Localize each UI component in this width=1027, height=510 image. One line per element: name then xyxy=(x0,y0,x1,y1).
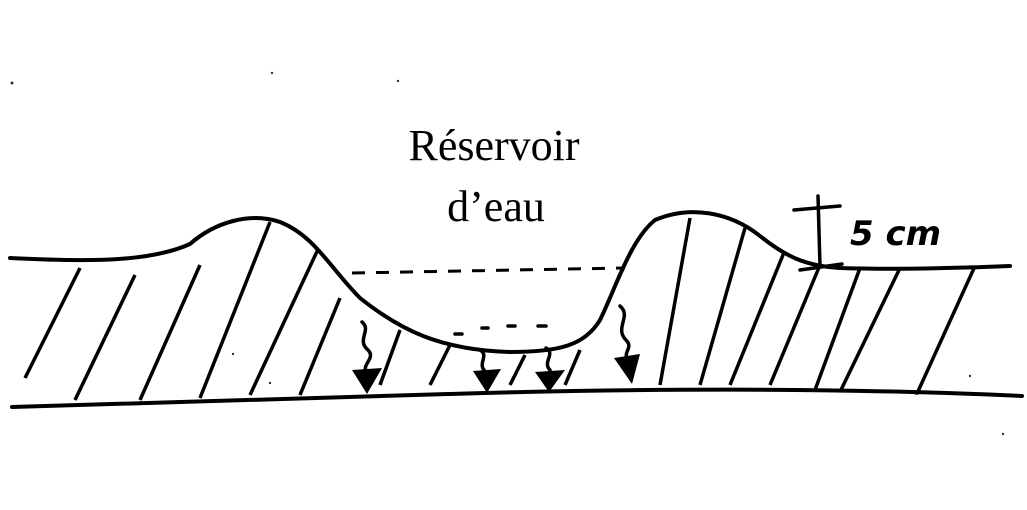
water-droplets xyxy=(453,324,548,336)
infiltration-arrow-2 xyxy=(473,348,501,393)
ground-surface-line xyxy=(8,210,1012,355)
soil-hatching xyxy=(23,217,977,401)
paper-specks xyxy=(10,71,1005,436)
height-dimension-marker xyxy=(792,194,844,272)
water-level-dashed-line xyxy=(351,266,626,275)
infiltration-arrow-4 xyxy=(614,304,640,384)
dimension-label: 5 cm xyxy=(850,214,941,254)
infiltration-arrow-3 xyxy=(535,346,565,392)
base-line xyxy=(10,387,1024,409)
reservoir-title-line-1: Réservoir xyxy=(408,121,579,170)
infiltration-arrow-1 xyxy=(352,320,382,394)
reservoir-title-line-2: d’eau xyxy=(447,182,545,231)
